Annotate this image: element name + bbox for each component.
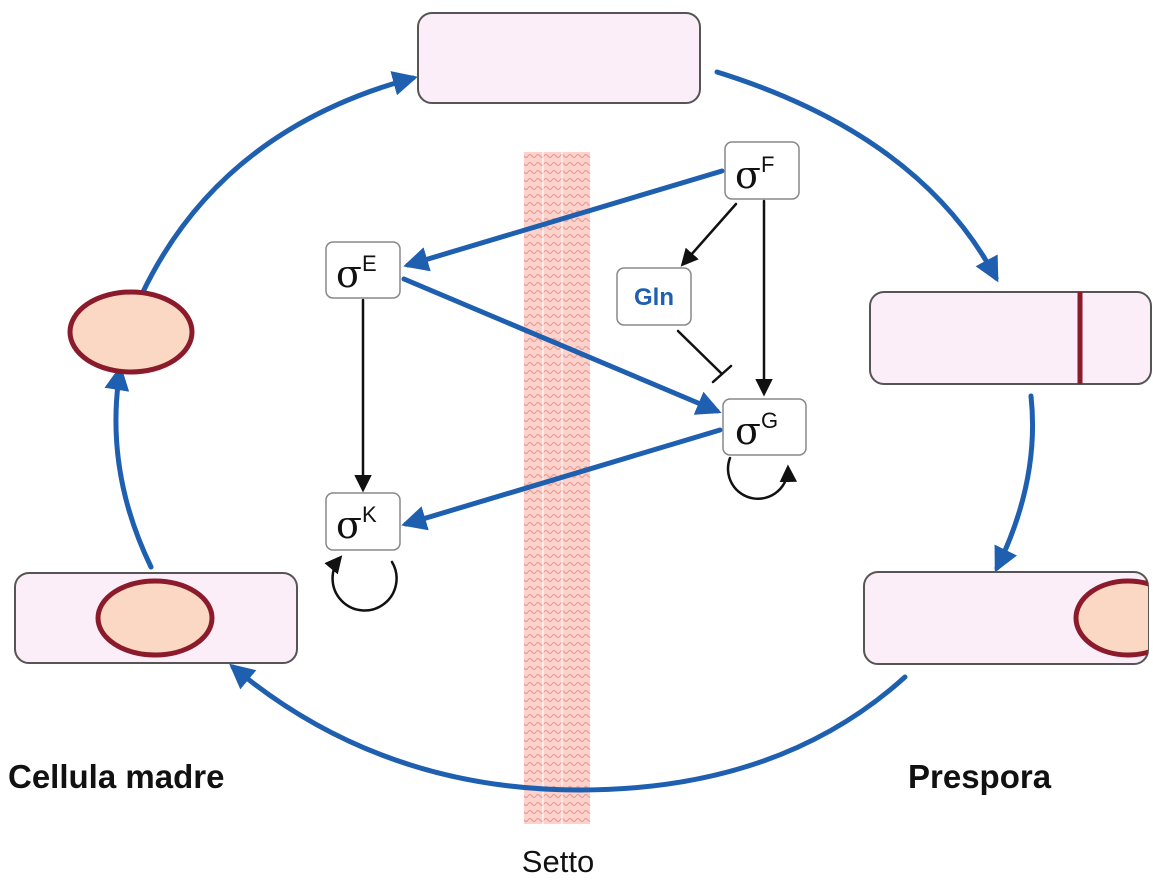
cell-stage-asymmetric-septum [869,291,1152,385]
cycle-arrows [104,69,1036,793]
svg-text:σG: σG [735,408,778,453]
arrow-sigmaF-to-gln [680,202,738,267]
autoloop-sigmaK [324,555,398,612]
cell-stage-engulfment [863,571,1149,665]
autoloop-sigmaG [726,456,798,500]
cycle-arrow-left [104,365,154,570]
node-sigma-f: σF [724,141,800,200]
arrow-sigmaG-to-sigmaK [401,427,723,531]
cell-stage-vegetative [417,12,701,104]
svg-text:σF: σF [735,152,774,197]
cycle-arrow-bottom [229,663,908,793]
inhibition-gln-to-sigmaG [676,329,733,384]
node-sigma-g: σG [722,398,807,456]
svg-text:Gln: Gln [634,284,674,311]
cycle-arrow-right [994,393,1036,573]
svg-text:σK: σK [336,502,377,547]
cycle-arrow-top-left [139,71,418,297]
septum [524,152,590,824]
label-mother-cell: Cellula madre [8,758,224,795]
arrow-sigmaE-to-sigmaG [401,276,722,415]
cell-stage-forespore [14,572,298,664]
node-gln: Gln [616,267,692,326]
node-sigma-k: σK [325,492,401,551]
arrow-sigmaF-to-sigmaE [403,168,725,272]
node-sigma-e: σE [325,241,401,299]
label-septum: Setto [522,844,594,879]
cycle-arrow-top-right [714,69,999,283]
label-prespore: Prespora [908,758,1052,795]
regulation-arrows-blue [401,168,725,531]
free-spore [67,289,195,375]
svg-text:σE: σE [336,251,377,296]
regulation-arrows-black [324,199,798,612]
